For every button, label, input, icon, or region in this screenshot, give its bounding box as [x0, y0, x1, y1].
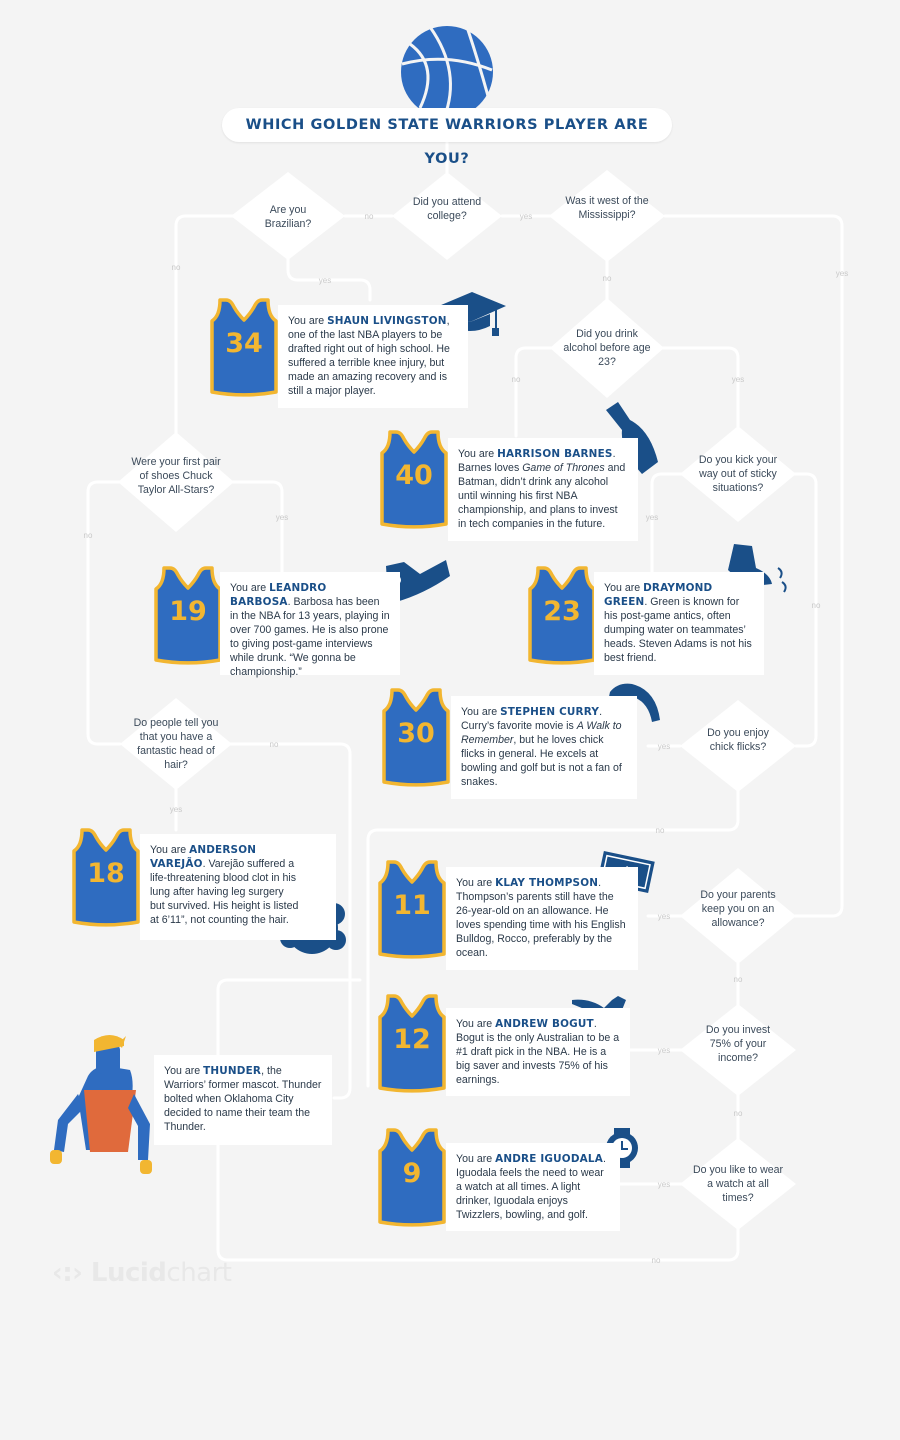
result-card-thompson: You are KLAY THOMPSON. Thompson’s parent…: [446, 867, 638, 970]
edge-label-no: no: [734, 975, 743, 984]
question-college: Did you attend college?: [412, 196, 482, 222]
jersey-bogut: 12: [378, 994, 446, 1093]
edge-label-no: no: [172, 263, 181, 272]
question-chick: Do you enjoy chick flicks?: [707, 727, 769, 753]
jersey-thompson: 11: [378, 860, 446, 959]
edge-label-yes: yes: [732, 375, 744, 384]
diamond-watch: [680, 1138, 796, 1230]
jersey-livingston: 34: [210, 298, 278, 397]
jersey-number: 40: [395, 460, 433, 491]
question-kick: Do you kick your way out of sticky situa…: [698, 454, 778, 494]
player-name: HARRISON BARNES: [497, 448, 613, 460]
diamond-alcohol: [550, 298, 664, 398]
player-name: SHAUN LIVINGSTON: [327, 315, 447, 327]
player-name: KLAY THOMPSON: [495, 877, 599, 889]
edge-label-no: no: [365, 212, 374, 221]
edge-label-yes: yes: [836, 269, 848, 278]
question-watch: Do you like to wear a watch at all times…: [692, 1164, 784, 1204]
edge-label-yes: yes: [520, 212, 532, 221]
result-card-curry: You are STEPHEN CURRY. Curry’s favorite …: [451, 696, 637, 799]
diamond-college: [392, 172, 502, 260]
jersey-number: 34: [225, 328, 263, 359]
jersey-curry: 30: [382, 688, 450, 787]
edge-label-yes: yes: [646, 513, 658, 522]
question-invest: Do you invest 75% of your income?: [705, 1024, 771, 1064]
result-card-green: You are DRAYMOND GREEN. Green is known f…: [594, 572, 764, 675]
jersey-barbosa: 19: [154, 566, 222, 665]
edge-label-yes: yes: [658, 1180, 670, 1189]
player-name: THUNDER: [203, 1065, 262, 1077]
result-card-varejao: You are ANDERSON VAREJÃO. Varejão suffer…: [140, 834, 336, 940]
jersey-barnes: 40: [380, 430, 448, 529]
jersey-iguodala: 9: [378, 1128, 446, 1227]
jersey-number: 12: [393, 1024, 431, 1055]
jersey-number: 19: [169, 596, 207, 627]
edge-label-no: no: [652, 1256, 661, 1265]
edge-label-no: no: [603, 274, 612, 283]
question-alcohol: Did you drink alcohol before age 23?: [563, 328, 651, 368]
jersey-number: 23: [543, 596, 581, 627]
basketball-icon: [398, 26, 498, 120]
player-name: ANDRE IGUODALA: [495, 1153, 603, 1165]
player-name: ANDREW BOGUT: [495, 1018, 594, 1030]
edge-label-no: no: [512, 375, 521, 384]
question-shoes: Were your first pair of shoes Chuck Tayl…: [131, 456, 221, 496]
diamond-hair: [120, 698, 232, 790]
edge-labels: no yes no yes no yes no yes yes yes no n…: [84, 212, 849, 1265]
player-name: LEANDRO BARBOSA: [230, 582, 327, 608]
player-name: DRAYMOND GREEN: [604, 582, 713, 608]
chevron-logo-icon: ‹:›: [52, 1258, 83, 1288]
jersey-number: 11: [393, 890, 431, 921]
question-hair: Do people tell you that you have a fanta…: [133, 717, 219, 771]
diamond-mississippi: [549, 170, 665, 262]
question-mississippi: Was it west of the Mississippi?: [565, 195, 649, 221]
mascot-icon: [50, 1035, 152, 1174]
result-card-bogut: You are ANDREW BOGUT. Bogut is the only …: [446, 1008, 630, 1096]
mouthguard-icon: [609, 683, 660, 722]
player-name: STEPHEN CURRY: [500, 706, 600, 718]
lucidchart-logo: ‹:› Lucidchart: [52, 1258, 232, 1288]
jersey-green: 23: [528, 566, 596, 665]
jersey-varejao: 18: [72, 828, 140, 927]
page-title: WHICH GOLDEN STATE WARRIORS PLAYER ARE Y…: [222, 108, 672, 167]
edge-label-yes: yes: [658, 1046, 670, 1055]
decision-shapes: [118, 170, 796, 1230]
edge-label-no: no: [812, 601, 821, 610]
edge-label-no: no: [84, 531, 93, 540]
edge-label-yes: yes: [658, 912, 670, 921]
diamond-invest: [680, 1004, 796, 1096]
jersey-number: 30: [397, 718, 435, 749]
edge-label-yes: yes: [319, 276, 331, 285]
edge-label-yes: yes: [276, 513, 288, 522]
result-card-barbosa: You are LEANDRO BARBOSA. Barbosa has bee…: [220, 572, 400, 678]
question-brazilian: Are you Brazilian?: [264, 204, 312, 230]
diamond-allowance: [680, 868, 796, 964]
edge-label-no: no: [734, 1109, 743, 1118]
edge-label-yes: yes: [170, 805, 182, 814]
question-allowance: Do your parents keep you on an allowance…: [700, 889, 776, 929]
edge-label-yes: yes: [658, 742, 670, 751]
result-card-iguodala: You are ANDRE IGUODALA. Iguodala feels t…: [446, 1143, 620, 1231]
diamond-brazilian: [231, 172, 345, 260]
jersey-number: 9: [403, 1158, 422, 1189]
result-card-barnes: You are HARRISON BARNES. Barnes loves Ga…: [448, 438, 638, 541]
diamond-kick: [680, 426, 796, 522]
jersey-number: 18: [87, 858, 125, 889]
diamond-chick: [680, 700, 796, 792]
player-name: ANDERSON VAREJÃO: [150, 844, 257, 870]
edge-label-no: no: [656, 826, 665, 835]
edge-label-no: no: [270, 740, 279, 749]
result-card-livingston: You are SHAUN LIVINGSTON, one of the las…: [278, 305, 468, 408]
result-card-thunder: You are THUNDER, the Warriors’ former ma…: [154, 1055, 332, 1145]
diamond-shoes: [118, 432, 234, 532]
